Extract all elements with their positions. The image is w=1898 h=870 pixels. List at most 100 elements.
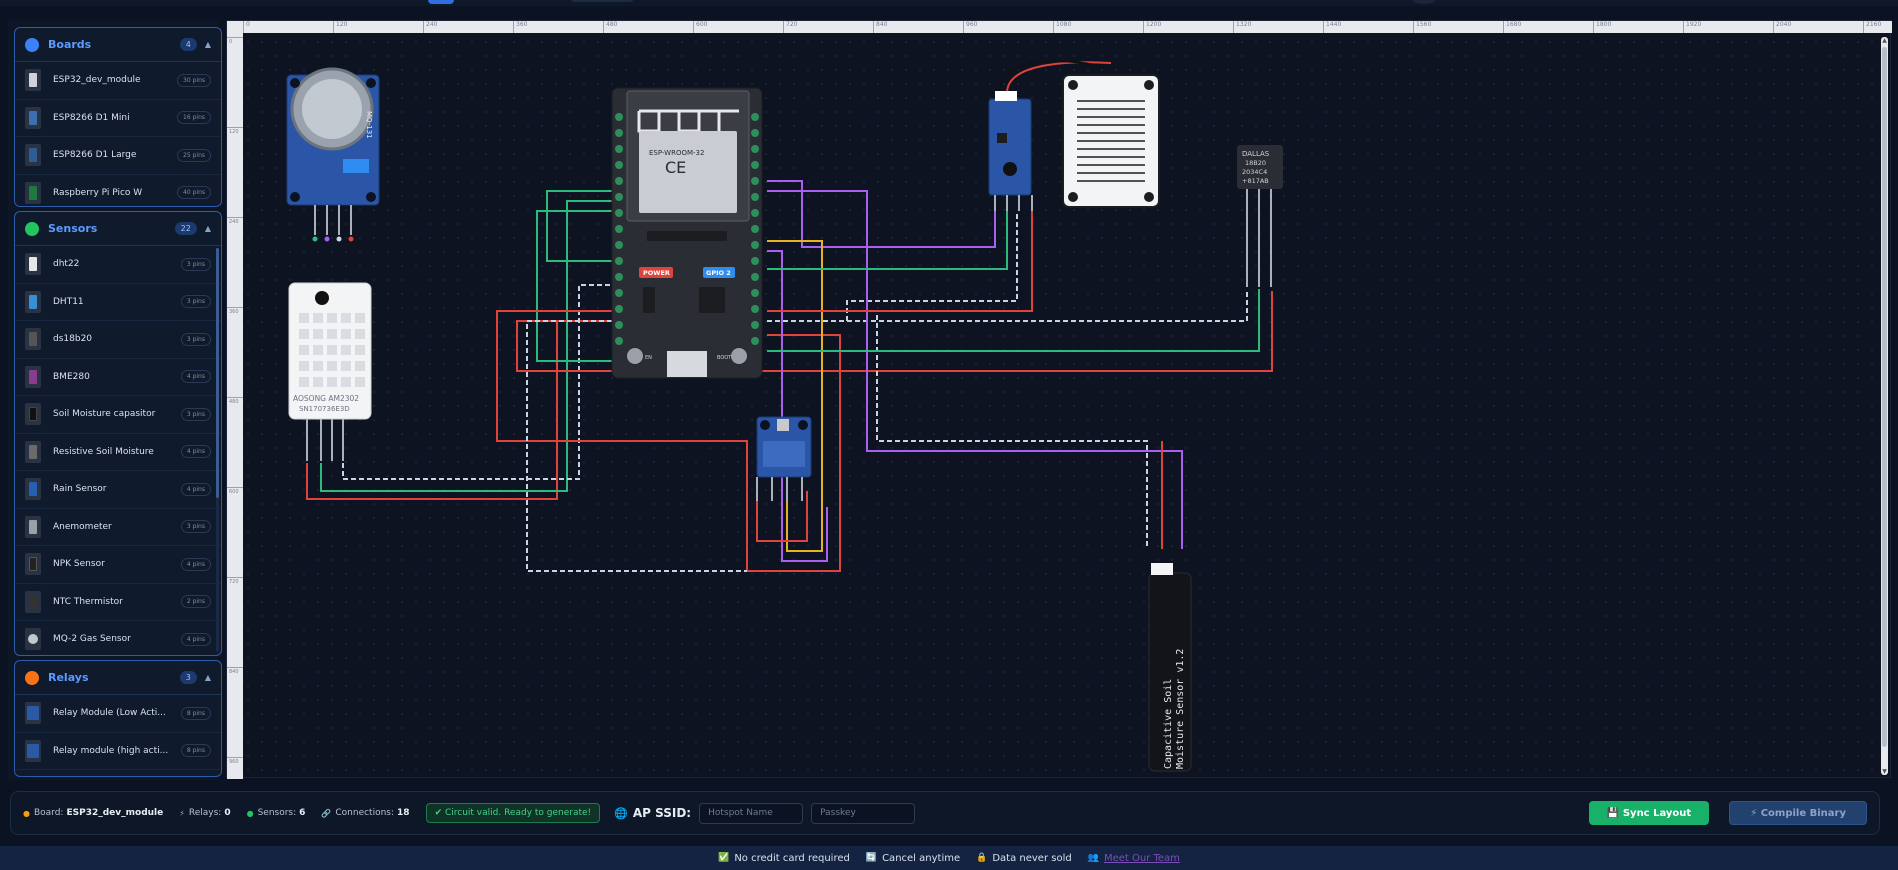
hotspot-name-input[interactable] (699, 802, 804, 824)
mq131-sensor[interactable]: MQ-131 (286, 67, 380, 242)
capacitive-soil-sensor[interactable]: Capacitive Soil Moisture Sensor v1.2 (1148, 563, 1192, 772)
board-thumbnail-icon (25, 106, 41, 129)
relay-thumbnail-icon (25, 739, 41, 762)
wire[interactable] (516, 291, 1273, 372)
sensor-icon: ● (246, 808, 254, 818)
wire[interactable] (998, 60, 1110, 94)
wire[interactable] (767, 211, 1008, 270)
ds18b20-sensor[interactable]: DALLAS 18B20 2034C4 +817AB (1237, 145, 1283, 287)
item-label: Resistive Soil Moisture (53, 446, 154, 457)
sidebar-item-relay-high[interactable]: Relay module (high acti...8 pins (15, 733, 221, 770)
sensor-thumbnail-icon (25, 478, 41, 501)
wire[interactable] (767, 289, 1260, 352)
canvas-scrollbar[interactable]: ▲ ▼ (1881, 37, 1888, 775)
wire[interactable] (526, 320, 747, 572)
group-boards: Boards 4 ▲ ESP32_dev_module 30 pins ESP8… (14, 27, 222, 207)
board-icon: ● (23, 808, 30, 818)
circuit-valid-badge: ✔ Circuit valid. Ready to generate! (425, 803, 601, 823)
wire[interactable] (342, 284, 612, 480)
ruler-tick: 1320 (1233, 21, 1251, 33)
sidebar-item-pico[interactable]: Raspberry Pi Pico W 40 pins (15, 175, 221, 207)
wire[interactable] (767, 211, 1018, 322)
avatar[interactable] (1410, 0, 1438, 4)
wire[interactable] (320, 200, 612, 492)
wire[interactable] (496, 310, 841, 572)
chevron-up-icon[interactable]: ▲ (204, 40, 211, 49)
ruler-tick: 2040 (1773, 21, 1791, 33)
sensors-scroll-thumb[interactable] (216, 248, 219, 498)
wire[interactable] (767, 240, 823, 552)
ruler-tick: 120 (227, 127, 243, 136)
scroll-up-icon[interactable]: ▲ (1882, 37, 1887, 44)
ruler-tick: 480 (603, 21, 617, 33)
dht-label-1: AOSONG AM2302 (293, 394, 359, 403)
bme280-sensor[interactable] (756, 416, 812, 501)
pin-count-badge: 4 pins (180, 632, 211, 646)
sync-layout-button[interactable]: 💾 Sync Layout (1588, 801, 1710, 825)
rain-sensor-module[interactable] (988, 91, 1033, 211)
sidebar-item-esp8266-large[interactable]: ESP8266 D1 Large 25 pins (15, 137, 221, 175)
ruler-tick: 1560 (1413, 21, 1431, 33)
power-label: POWER (643, 269, 670, 277)
link-icon: 🔗 (321, 808, 332, 818)
sidebar-item-anemometer[interactable]: Anemometer 3 pins (15, 509, 221, 546)
sidebar-item-relay-low[interactable]: Relay Module (Low Acti...8 pins (15, 695, 221, 733)
wire[interactable] (767, 211, 1033, 312)
chevron-up-icon[interactable]: ▲ (204, 224, 211, 233)
group-header-relays[interactable]: Relays 3 ▲ (15, 661, 221, 695)
connections-stat-value: 18 (397, 808, 410, 818)
pin-count-badge: 3 pins (180, 520, 211, 534)
esp32-board[interactable]: ESP-WROOM-32 CE POWER GPIO 2 EN BOOT (611, 87, 763, 379)
compile-binary-button[interactable]: ⚡ Compile Binary (1729, 801, 1867, 825)
footer-data-text: Data never sold (992, 852, 1072, 864)
passkey-input[interactable] (811, 802, 916, 824)
pin-count-badge: 3 pins (180, 332, 211, 346)
sensor-thumbnail-icon (25, 590, 41, 613)
group-header-sensors[interactable]: Sensors 22 ▲ (15, 212, 221, 246)
wire[interactable] (767, 289, 1248, 322)
ruler-tick: 2160 (1863, 21, 1881, 33)
item-label: Anemometer (53, 521, 112, 532)
sidebar-item-esp32[interactable]: ESP32_dev_module 30 pins (15, 62, 221, 100)
rain-sensor-plate[interactable] (1062, 74, 1160, 208)
dht22-sensor[interactable]: AOSONG AM2302 SN170736E3D (288, 282, 372, 461)
group-header-boards[interactable]: Boards 4 ▲ (15, 28, 221, 62)
scroll-down-icon[interactable]: ▼ (1882, 768, 1887, 775)
wire[interactable] (756, 491, 808, 542)
meet-team-link[interactable]: 👥Meet Our Team (1088, 853, 1180, 864)
pin-count-badge: 2 pins (180, 595, 211, 609)
ruler-tick: 840 (873, 21, 887, 33)
sensor-thumbnail-icon (25, 328, 41, 351)
wire[interactable] (767, 180, 996, 248)
wire[interactable] (857, 310, 1148, 549)
ssid-label: 🌐AP SSID: (614, 806, 691, 820)
wire[interactable] (767, 250, 828, 562)
compile-label: Compile Binary (1760, 807, 1846, 819)
relay-icon: ⚡ (179, 808, 185, 818)
scroll-thumb[interactable] (1882, 47, 1887, 747)
wire[interactable] (546, 190, 612, 262)
circuit-diagram: MQ-131 AOSONG AM2302 SN170736E3D (286, 60, 1283, 772)
chevron-up-icon[interactable]: ▲ (204, 673, 211, 682)
refresh-icon: 🔄 (865, 853, 878, 863)
circuit-canvas[interactable]: 0 120 240 360 480 600 720 840 960 1080 1… (226, 20, 1892, 779)
ruler-tick: 720 (783, 21, 797, 33)
top-tab[interactable] (570, 0, 634, 2)
ruler-tick: 240 (227, 217, 243, 226)
wire[interactable] (767, 190, 1183, 549)
wire[interactable] (536, 210, 622, 362)
top-tab-active[interactable] (428, 0, 454, 4)
wire[interactable] (1006, 61, 1112, 94)
sidebar-item-esp8266-mini[interactable]: ESP8266 D1 Mini 16 pins (15, 100, 221, 137)
